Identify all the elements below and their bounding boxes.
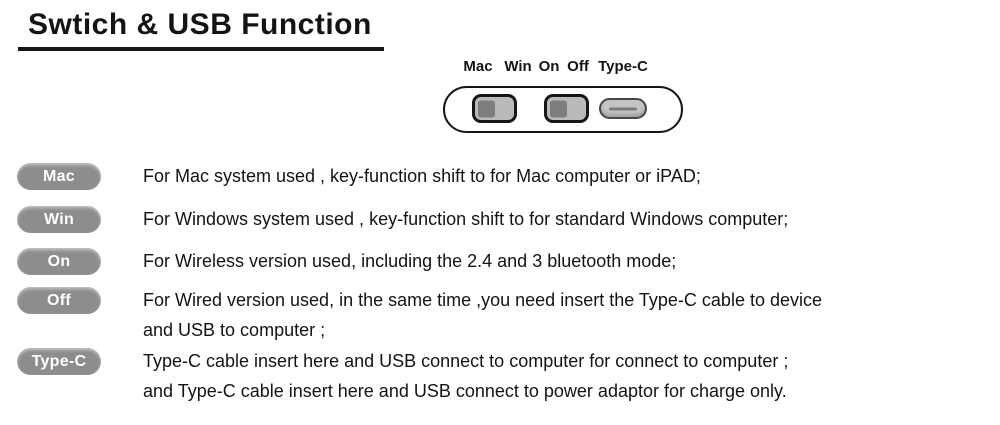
description-line: and USB to computer ;: [143, 320, 326, 340]
on-description: For Wireless version used, including the…: [143, 246, 676, 276]
switch-panel: [443, 86, 683, 133]
mac-win-switch: [472, 94, 517, 123]
mac-win-switch-knob: [478, 100, 495, 117]
description-line: For Mac system used , key-function shift…: [143, 166, 701, 186]
diagram-label-off: Off: [567, 58, 589, 75]
diagram-label-type-c: Type-C: [598, 58, 648, 75]
type-c-port: [599, 98, 647, 119]
page-title: Swtich & USB Function: [18, 6, 384, 51]
legend-row-on: On For Wireless version used, including …: [0, 246, 676, 276]
type-c-port-slot: [609, 107, 637, 110]
description-line: and Type-C cable insert here and USB con…: [143, 381, 787, 401]
off-description: For Wired version used, in the same time…: [143, 285, 822, 345]
legend-row-type-c: Type-C Type-C cable insert here and USB …: [0, 346, 788, 406]
on-off-switch-knob: [550, 100, 567, 117]
diagram-label-win: Win: [504, 58, 532, 75]
description-line: For Windows system used , key-function s…: [143, 209, 789, 229]
on-off-switch: [544, 94, 589, 123]
win-badge: Win: [17, 206, 101, 233]
mac-badge: Mac: [17, 163, 101, 190]
on-badge: On: [17, 248, 101, 275]
win-description: For Windows system used , key-function s…: [143, 204, 788, 234]
off-badge: Off: [17, 287, 101, 314]
legend-row-off: Off For Wired version used, in the same …: [0, 285, 822, 345]
description-line: Type-C cable insert here and USB connect…: [143, 351, 789, 371]
page-title-text: Swtich & USB Function: [28, 8, 372, 41]
type-c-badge: Type-C: [17, 348, 101, 375]
diagram-label-on: On: [538, 58, 560, 75]
legend-row-mac: Mac For Mac system used , key-function s…: [0, 161, 701, 191]
mac-description: For Mac system used , key-function shift…: [143, 161, 701, 191]
description-line: For Wireless version used, including the…: [143, 251, 677, 271]
legend-row-win: Win For Windows system used , key-functi…: [0, 204, 788, 234]
description-line: For Wired version used, in the same time…: [143, 290, 822, 310]
diagram-label-mac: Mac: [463, 58, 493, 75]
switch-diagram: Mac Win On Off Type-C: [443, 58, 683, 138]
type-c-description: Type-C cable insert here and USB connect…: [143, 346, 788, 406]
